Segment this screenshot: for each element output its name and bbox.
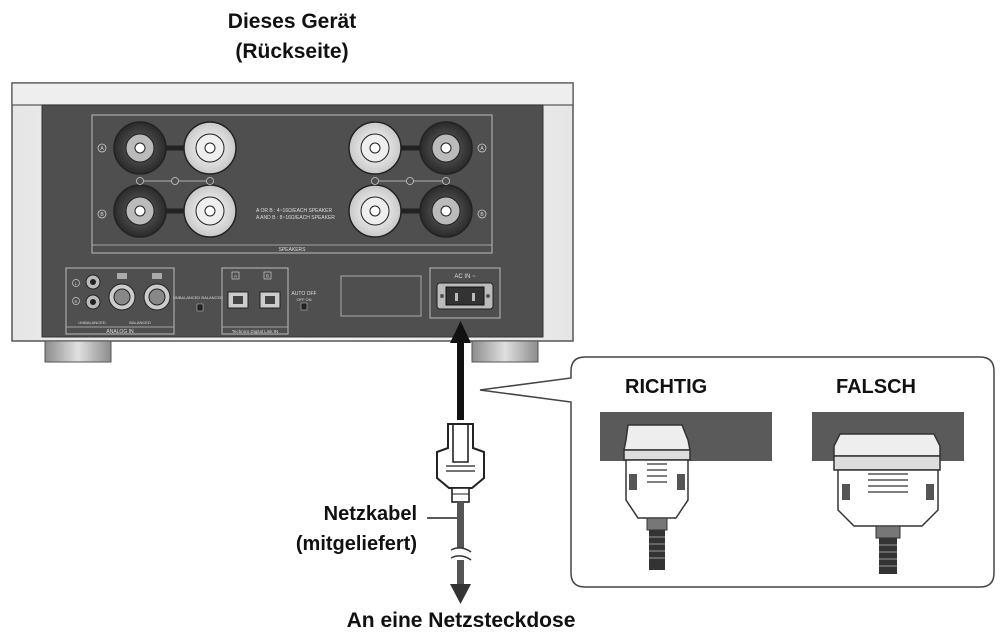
cable-label-line-1: Netzkabel	[323, 503, 417, 525]
port-label-a: A	[234, 274, 237, 279]
terminal-label-a-right: A	[480, 146, 484, 152]
terminal-label-b-left: B	[100, 212, 104, 218]
unbal-bal-switch-label: UNBALANCED BALANCED	[173, 295, 223, 300]
auto-off-options: OFF ON	[296, 297, 311, 302]
correct-label: RICHTIG	[625, 376, 708, 398]
device-foot-right	[471, 340, 539, 363]
impedance-line-1: A OR B : 4~16Ω/EACH SPEAKER	[256, 208, 333, 214]
plug-wrong	[812, 412, 964, 574]
port-label-b: B	[266, 274, 269, 279]
cable-label-line-2: (mitgeliefert)	[295, 533, 417, 555]
unbalanced-balanced-switch: UNBALANCED BALANCED	[173, 295, 223, 312]
left-speaker-terminals: A B	[97, 121, 237, 238]
plug-correct	[600, 412, 772, 570]
ac-in-label: AC IN ~	[454, 274, 476, 280]
rca-label-r: R	[75, 299, 78, 304]
auto-off-label: AUTO OFF	[291, 291, 316, 297]
impedance-line-2: A AND B : 8~16Ω/EACH SPEAKER	[256, 215, 335, 221]
title-line-2: (Rückseite)	[235, 40, 349, 63]
power-cable	[427, 321, 485, 604]
blank-plate	[340, 275, 422, 317]
title-line-1: Dieses Gerät	[227, 10, 357, 33]
analog-in-label: ANALOG IN	[106, 329, 134, 335]
device-foot-left	[44, 340, 112, 363]
right-speaker-terminals: A B	[348, 121, 487, 238]
auto-off-switch: AUTO OFF OFF ON	[291, 291, 317, 311]
analog-in-section: ANALOG IN UNBALANCED BALANCED L R	[65, 267, 175, 335]
balanced-label: BALANCED	[129, 320, 151, 325]
speakers-label: SPEAKERS	[279, 247, 307, 253]
terminal-label-b-right: B	[480, 212, 484, 218]
wrong-label: FALSCH	[836, 376, 916, 398]
rca-label-l: L	[75, 281, 78, 286]
digital-link-label: Technics Digital Link IN	[232, 329, 279, 334]
unbalanced-label: UNBALANCED	[78, 320, 105, 325]
digital-link-section: Technics Digital Link IN A B	[221, 267, 289, 335]
terminal-label-a-left: A	[100, 146, 104, 152]
ac-inlet-section: AC IN ~	[429, 267, 501, 319]
outlet-label: An eine Netzsteckdose	[346, 609, 576, 632]
speaker-terminal-area: SPEAKERS A OR B : 4~16Ω/EACH SPEAKER A A…	[91, 114, 493, 254]
